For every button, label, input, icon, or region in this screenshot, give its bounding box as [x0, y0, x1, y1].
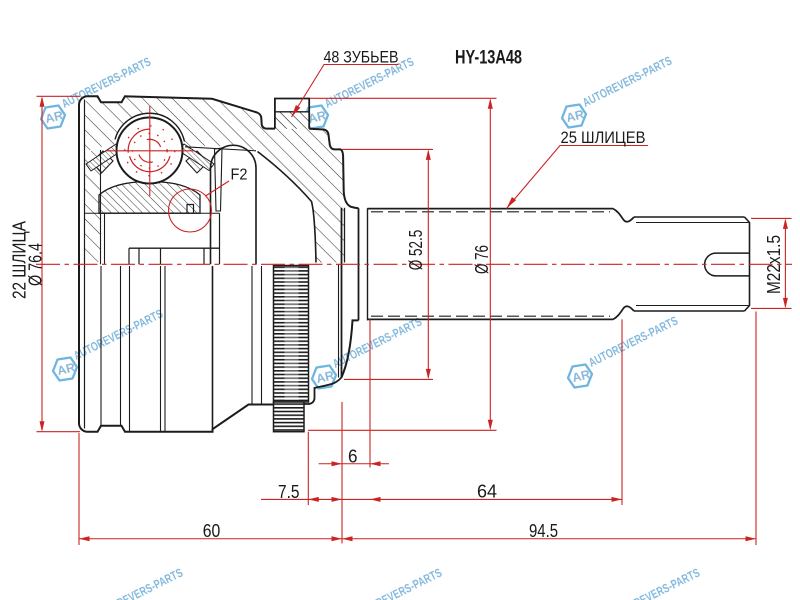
svg-text:60: 60 — [203, 520, 221, 541]
svg-text:AR: AR — [571, 367, 592, 385]
svg-text:Ø 52.5: Ø 52.5 — [406, 230, 426, 271]
svg-text:AR: AR — [44, 108, 65, 126]
svg-text:F2: F2 — [231, 167, 248, 184]
svg-text:94.5: 94.5 — [529, 520, 558, 541]
svg-text:25 ШЛИЦЕВ: 25 ШЛИЦЕВ — [561, 129, 646, 147]
svg-text:AR: AR — [565, 107, 586, 125]
svg-text:48 ЗУБЬЕВ: 48 ЗУБЬЕВ — [324, 48, 399, 66]
svg-text:Ø 76: Ø 76 — [472, 245, 492, 274]
svg-text:M22x1.5: M22x1.5 — [764, 235, 784, 294]
svg-text:64: 64 — [477, 481, 497, 502]
svg-text:7.5: 7.5 — [278, 481, 300, 502]
svg-text:22 ШЛИЦА: 22 ШЛИЦА — [10, 221, 30, 299]
svg-text:Ø 76.4: Ø 76.4 — [26, 243, 46, 286]
svg-text:HY-13A48: HY-13A48 — [455, 48, 522, 69]
svg-text:6: 6 — [348, 446, 358, 467]
svg-text:AR: AR — [315, 368, 336, 386]
svg-text:AR: AR — [56, 360, 77, 378]
svg-text:AR: AR — [307, 108, 328, 126]
